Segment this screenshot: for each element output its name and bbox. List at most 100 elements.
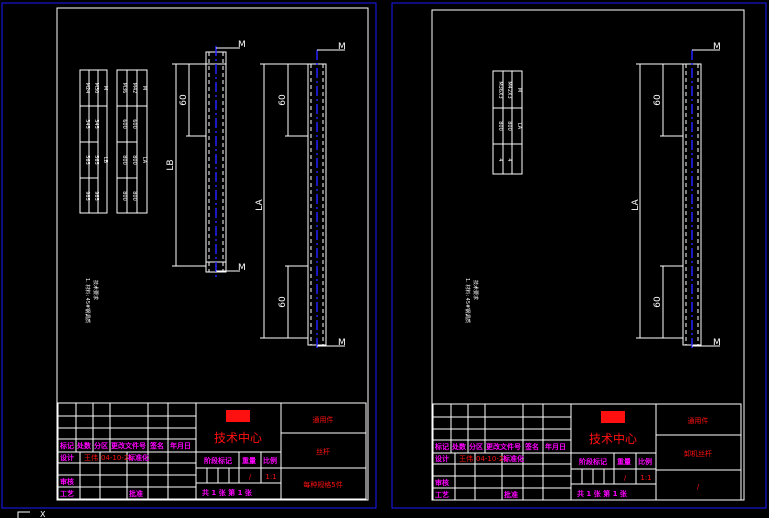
shaft-lb-drawing: M M 60 LB <box>166 40 246 278</box>
dimension-m-bottom: M <box>338 338 346 348</box>
table-cell: M36X3 <box>497 81 503 98</box>
dimension-m-top: M <box>338 42 346 52</box>
part-spec: 每种规格5件 <box>303 480 342 489</box>
table-cell: 565 <box>84 155 90 165</box>
dimension-60: 60 <box>278 94 288 106</box>
size-table-3: M36X3 M42X3 M 800 800 LA 4 4 <box>492 70 523 175</box>
part-spec: / <box>697 483 700 491</box>
dimension-60: 60 <box>278 296 288 308</box>
header-signature: 签名 <box>149 441 164 450</box>
header-count: 处数 <box>451 442 467 451</box>
table-cell: M42 <box>131 83 137 94</box>
technical-requirements-title: 技术要求 <box>472 280 479 300</box>
table-cell: 800 <box>131 191 137 201</box>
table-cell: M <box>516 88 522 92</box>
table-cell: 800 <box>121 191 127 201</box>
dimension-m-bottom: M <box>713 338 721 348</box>
designer-name: 王伟 <box>84 453 98 462</box>
company-name: 技术中心 <box>589 431 637 446</box>
header-date: 年月日 <box>170 441 191 450</box>
technical-requirements-title: 技术要求 <box>92 280 99 300</box>
shaft-drawing: M M 60 60 LA <box>631 42 721 350</box>
header-change-doc: 更改文件号 <box>486 442 521 451</box>
size-table-1: M24 M30 M 345 345 565 565 LB 985 985 <box>79 69 108 214</box>
weight-value: / <box>249 473 252 481</box>
technical-requirements-note: 1. 材料: 45#钢调质 <box>84 278 91 323</box>
shaft-la-drawing: M M 60 60 LA <box>255 42 346 350</box>
sheet-2-outer-frame <box>391 2 767 509</box>
table-cell: LB <box>102 157 108 164</box>
sheet-2: M36X3 M42X3 M 800 800 LA 4 4 技术要求 1. 材料:… <box>391 2 767 509</box>
dimension-60: 60 <box>179 94 189 106</box>
ucs-x-label: X <box>40 510 46 518</box>
part-name: 丝杆 <box>316 447 330 456</box>
table-cell: 565 <box>93 155 99 165</box>
table-cell: LA <box>516 123 522 130</box>
table-cell: 345 <box>84 119 90 129</box>
table-cell: M <box>102 86 108 90</box>
dimension-m-top: M <box>238 40 246 50</box>
design-date: 04-10-21 <box>476 455 508 463</box>
table-cell: M <box>141 86 147 90</box>
title-block-2: 技术中心 通用件 卸机丝杆 / 标记 处数 分区 更改文件号 签名 年月日 设计… <box>432 403 742 501</box>
approve-label: 批准 <box>504 490 518 499</box>
standardization-label: 标准化 <box>127 453 149 462</box>
table-cell: 4 <box>506 158 512 161</box>
company-name: 技术中心 <box>214 430 262 445</box>
design-label: 设计 <box>60 453 74 462</box>
weight-value: / <box>624 474 627 482</box>
dimension-m-top: M <box>713 42 721 52</box>
weight-label: 重量 <box>242 456 256 465</box>
scale-label: 比例 <box>638 457 652 466</box>
company-logo <box>226 410 250 422</box>
dimension-m-bottom: M <box>238 263 246 273</box>
dimension-60: 60 <box>653 94 663 106</box>
table-cell: 600 <box>131 119 137 129</box>
table-cell: M24 <box>84 83 90 94</box>
sheet-1-inner-frame <box>56 7 369 501</box>
header-signature: 签名 <box>524 442 539 451</box>
stage-mark-label: 阶段标记 <box>579 457 607 466</box>
sheet-2-inner-frame <box>431 9 745 501</box>
header-count: 处数 <box>76 441 92 450</box>
scale-value: 1:1 <box>640 474 651 482</box>
sheet-count: 共 1 张 第 1 张 <box>577 489 628 498</box>
table-cell: 345 <box>93 119 99 129</box>
technical-requirements-note: 1. 材料: 45#钢调质 <box>464 278 471 323</box>
sheet-1-outer-frame <box>1 2 377 509</box>
dimension-la: LA <box>255 198 265 210</box>
header-change-doc: 更改文件号 <box>111 441 146 450</box>
part-name: 卸机丝杆 <box>684 449 712 458</box>
process-label: 工艺 <box>60 489 74 498</box>
company-logo <box>601 411 625 423</box>
scale-value: 1:1 <box>265 473 276 481</box>
table-cell: 985 <box>93 191 99 201</box>
table-cell: M30 <box>93 83 99 94</box>
table-cell: 985 <box>84 191 90 201</box>
sheet-count: 共 1 张 第 1 张 <box>202 488 253 497</box>
part-category: 通用件 <box>313 415 334 424</box>
table-cell: 800 <box>497 121 503 131</box>
table-cell: LA <box>141 157 147 164</box>
stage-mark-label: 阶段标记 <box>204 456 232 465</box>
process-label: 工艺 <box>435 490 449 499</box>
dimension-la: LA <box>631 198 641 210</box>
part-category: 通用件 <box>688 416 709 425</box>
standardization-label: 标准化 <box>502 454 524 463</box>
review-label: 审核 <box>435 478 449 487</box>
table-cell: 800 <box>506 121 512 131</box>
header-mark: 标记 <box>59 441 74 450</box>
design-date: 04-10-21 <box>101 454 133 462</box>
design-label: 设计 <box>435 454 449 463</box>
title-block-1: 技术中心 通用件 丝杆 每种规格5件 标记 处数 分区 更改文件号 签名 年月日… <box>57 402 367 500</box>
dimension-lb: LB <box>166 159 176 170</box>
size-table-2: M36 M42 M 600 600 800 800 LA 800 800 <box>116 69 148 214</box>
table-cell: 800 <box>131 155 137 165</box>
table-cell: 4 <box>497 158 503 161</box>
table-cell: 800 <box>121 155 127 165</box>
table-cell: 600 <box>121 119 127 129</box>
approve-label: 批准 <box>129 489 143 498</box>
header-date: 年月日 <box>545 442 566 451</box>
header-mark: 标记 <box>434 442 449 451</box>
